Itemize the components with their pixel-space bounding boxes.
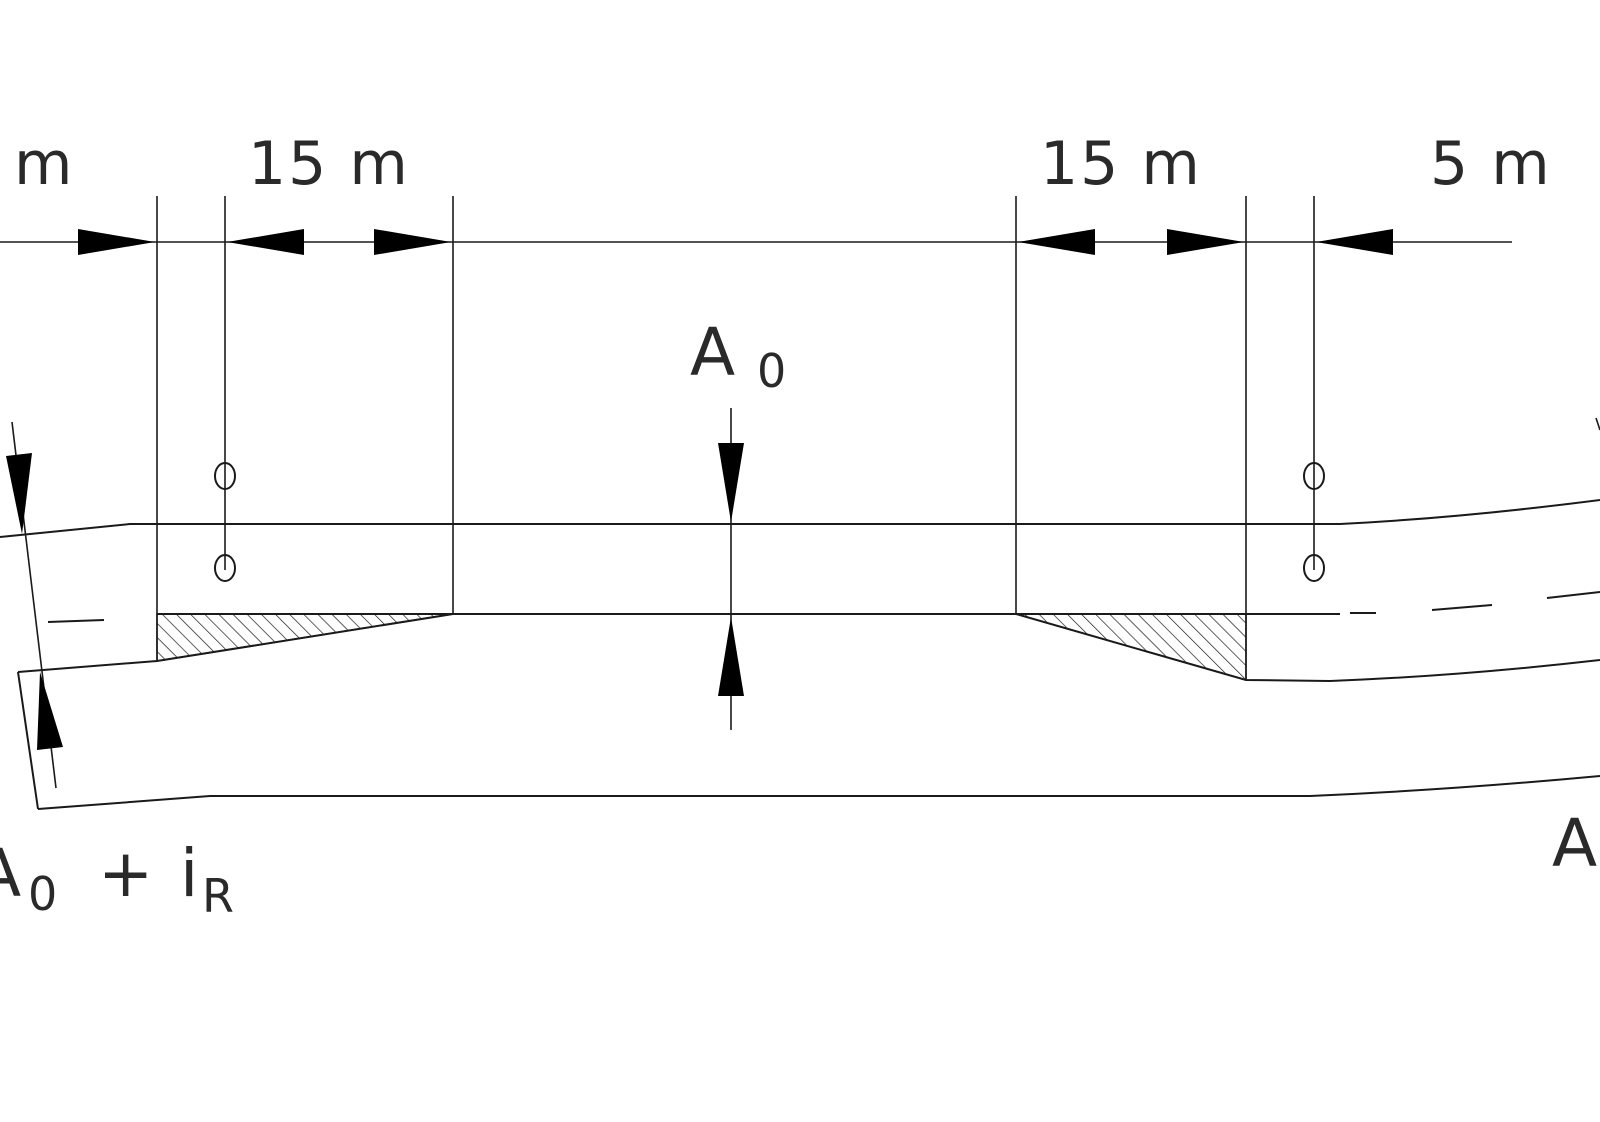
dimension-label-left-taper: 15 m: [248, 129, 410, 199]
hatched-wedge-left: [156, 613, 454, 662]
dimension-arrow: [227, 229, 304, 255]
dimension-label-right-taper: 15 m: [1040, 129, 1202, 199]
left-width-plus: +: [98, 835, 153, 912]
lane-line-dash: [47, 619, 105, 623]
dimension-arrow: [37, 672, 63, 750]
road-upper-edge: [0, 499, 1600, 538]
dimension-label-left-partial: m: [14, 129, 74, 199]
dimension-arrow: [1316, 229, 1393, 255]
point-marker: [214, 554, 236, 582]
left-width-i-subscript: R: [202, 869, 234, 923]
center-width-dimension: [718, 408, 744, 730]
dimension-arrow: [374, 229, 451, 255]
hatched-wedge-right: [1015, 613, 1247, 681]
left-width-dimension: [6, 421, 63, 789]
center-width-label: A: [690, 314, 735, 391]
lane-line-dash: [1546, 591, 1600, 599]
road-outline: [0, 499, 1600, 810]
dimension-label-right-end: 5 m: [1430, 129, 1552, 199]
road-left-end: [17, 671, 39, 810]
dimension-arrow: [1167, 229, 1244, 255]
top-dimension-chain: [0, 196, 1512, 680]
lane-line-dash: [1431, 604, 1493, 611]
point-marker: [214, 462, 236, 490]
left-width-i: i: [180, 835, 198, 912]
right-dimension-tick: [1595, 417, 1600, 431]
right-width-label: A: [1552, 805, 1597, 882]
left-width-subscript: 0: [28, 867, 57, 921]
point-marker: [1303, 554, 1325, 582]
point-markers: [214, 462, 1325, 582]
center-width-subscript: 0: [757, 344, 786, 398]
dimension-arrow: [1018, 229, 1095, 255]
lane-lower-edge-right: [1015, 613, 1600, 683]
left-width-label: A: [0, 835, 21, 912]
point-marker: [1303, 462, 1325, 490]
road-bottom-edge: [37, 775, 1600, 810]
dimension-arrow: [6, 453, 32, 534]
dimension-arrow: [718, 443, 744, 522]
dimension-arrow: [718, 617, 744, 696]
dimension-arrow: [78, 229, 155, 255]
